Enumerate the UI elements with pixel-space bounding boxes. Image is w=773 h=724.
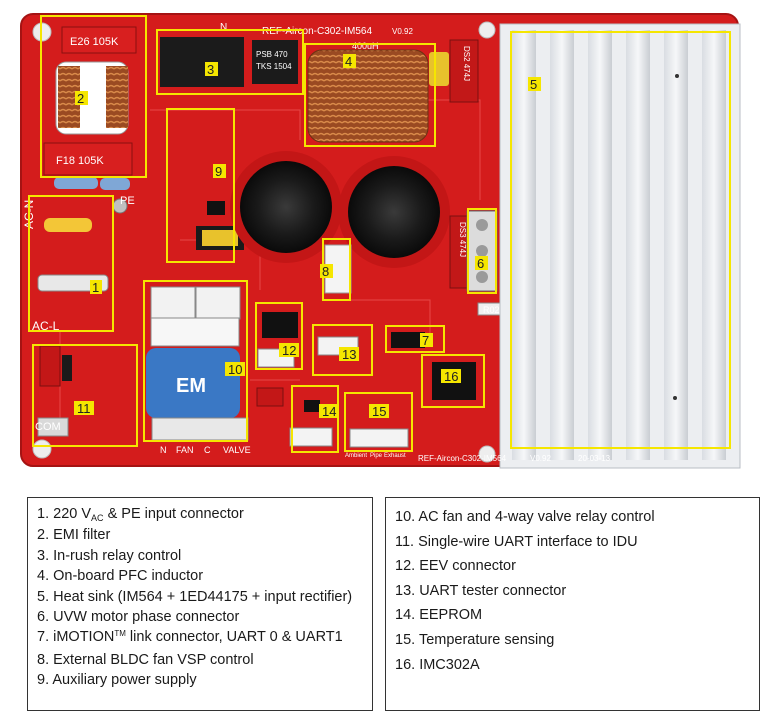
silk-sensor-exhaust: Exhaust	[384, 453, 406, 459]
callout-9: 9	[215, 164, 222, 179]
bulk-cap-right-top	[348, 166, 440, 258]
callout-16: 16	[444, 369, 458, 384]
legend-item-6: 6. UVW motor phase connector	[37, 609, 240, 626]
aux-transformer-coil	[202, 230, 238, 246]
imotion-link-connector	[391, 332, 425, 348]
aux-chip	[207, 201, 225, 215]
blue-cap-2	[100, 178, 130, 190]
idu-uart-component-1	[39, 345, 61, 387]
legend-item-10: 10. AC fan and 4-way valve relay control	[395, 509, 655, 525]
emi-choke-winding-left	[58, 66, 80, 128]
silk-version-bottom: V0.92	[530, 454, 551, 463]
film-cap-ds2	[449, 39, 479, 103]
legend-item-14: 14. EEPROM	[395, 607, 483, 624]
blue-cap-1	[54, 177, 98, 189]
uvw-screw-1	[476, 219, 488, 231]
legend-item-3: 3. In-rush relay control	[37, 547, 182, 564]
idu-terminal	[37, 417, 69, 437]
pfc-inductor-yellow	[429, 52, 449, 86]
callout-7: 7	[422, 333, 429, 348]
silk-sensor-pipe: Pipe	[370, 453, 383, 459]
legend-item-8: 8. External BLDC fan VSP control	[37, 651, 254, 668]
legend-item-11: 11. Single-wire UART interface to IDU	[395, 533, 638, 550]
silk-bottom-c: C	[204, 445, 211, 455]
mounting-holes	[32, 21, 496, 463]
yellow-cap	[44, 218, 92, 232]
eeprom-connector	[289, 427, 333, 447]
silk-ac-l: AC-L	[32, 319, 60, 333]
silk-title-top: REF-Aircon-C302-IM564	[262, 26, 372, 37]
heat-sink	[499, 23, 741, 469]
fan-vsp-connector	[324, 244, 352, 294]
silk-version-top: V0.92	[392, 27, 413, 36]
callout-4: 4	[345, 54, 352, 69]
legend-right: 10. AC fan and 4-way valve relay control…	[385, 497, 760, 711]
callout-3: 3	[207, 62, 214, 77]
pfc-inductor	[307, 49, 429, 143]
callout-15: 15	[372, 404, 386, 419]
callout-2: 2	[77, 91, 84, 106]
silk-cap-ds3: DS3 474J	[458, 222, 467, 257]
bulk-cap-left-top	[240, 161, 332, 253]
fan-capacitor	[146, 348, 240, 418]
silk-inductor-label: 400uH	[352, 41, 379, 51]
callout-13: 13	[342, 347, 356, 362]
silk-n-top: N	[220, 22, 227, 33]
legend-left: 1. 220 VAC & PE input connector 2. EMI f…	[27, 497, 373, 711]
legend-item-1: 1. 220 VAC & PE input connector	[37, 506, 244, 523]
legend-item-15: 15. Temperature sensing	[395, 631, 555, 648]
silk-cap-ds2: DS2 474J	[462, 46, 471, 81]
silk-title-bottom: REF-Aircon-C302-IM564	[418, 454, 507, 463]
eev-driver-chip	[262, 312, 298, 338]
eeprom-chip	[304, 400, 320, 412]
silk-sensor-ambient: Ambient	[345, 453, 367, 459]
callout-6: 6	[477, 256, 484, 271]
relay-1	[150, 286, 196, 320]
legend-item-13: 13. UART tester connector	[395, 582, 567, 599]
callout-1: 1	[92, 280, 99, 295]
emi-cap-bottom	[43, 142, 133, 176]
inrush-relay-block-2	[252, 40, 298, 84]
callout-boxes	[28, 15, 731, 453]
relay-3	[150, 317, 240, 347]
callout-10: 10	[228, 362, 242, 377]
emi-cap-top	[61, 26, 137, 54]
callout-14: 14	[322, 404, 336, 419]
silk-relay-text-2: TKS 1504	[256, 62, 292, 71]
idu-uart-component-2	[62, 355, 72, 381]
emi-choke-winding-right	[106, 66, 128, 128]
relay-2	[195, 286, 241, 320]
callout-12: 12	[282, 343, 296, 358]
silk-bottom-n: N	[160, 445, 167, 455]
silk-bottom-valve: VALVE	[223, 445, 251, 455]
silk-date-bottom: 20-03-13	[578, 454, 611, 463]
bottom-red-block	[256, 387, 284, 407]
legend-item-9: 9. Auxiliary power supply	[37, 672, 197, 689]
silk-emi-cap-top: E26 105K	[70, 36, 119, 48]
silk-relay-text-1: PSB 470	[256, 50, 288, 59]
callout-8: 8	[322, 264, 329, 279]
silk-com: COM	[35, 421, 61, 433]
legend-item-7: 7. iMOTIONTM link connector, UART 0 & UA…	[37, 629, 343, 646]
uvw-screw-3	[476, 271, 488, 283]
silk-cap-logo: EM	[176, 375, 206, 397]
legend-item-16: 16. IMC302A	[395, 656, 480, 673]
silk-pe: PE	[120, 195, 135, 207]
callout-11: 11	[77, 401, 91, 416]
legend-item-2: 2. EMI filter	[37, 527, 111, 544]
legend-item-4: 4. On-board PFC inductor	[37, 568, 204, 585]
uvw-screw-2	[476, 245, 488, 257]
silk-emi-cap-bottom: F18 105K	[56, 155, 104, 167]
callout-numbers: 1 2 3 4 5 6 7 8 9 10 11 12 13 14 15 16	[74, 54, 541, 419]
pcb-board-photo: REF-Aircon-C302-IM564 V0.92 E26 105K F18…	[20, 13, 741, 469]
inrush-relay-block-1	[160, 37, 244, 87]
callout-5: 5	[530, 77, 537, 92]
silk-r02: R02	[483, 305, 500, 315]
silk-bottom-fan: FAN	[176, 445, 194, 455]
ac-output-terminal	[151, 417, 249, 441]
legend-item-5: 5. Heat sink (IM564 + 1ED44175 + input r…	[37, 588, 353, 605]
legend-item-12: 12. EEV connector	[395, 558, 516, 575]
temp-sensor-connector	[349, 428, 409, 448]
